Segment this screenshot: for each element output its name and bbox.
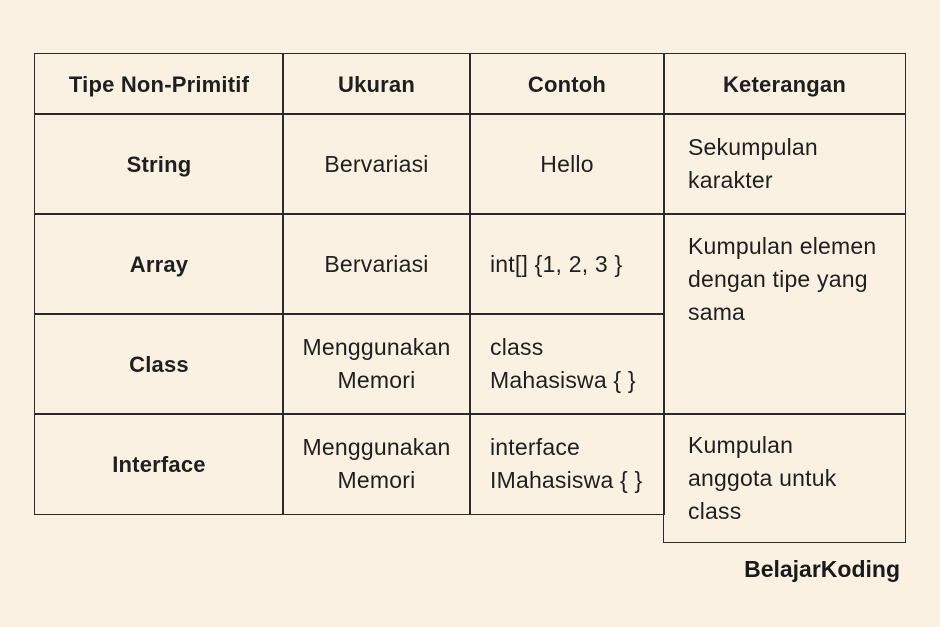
row-array-example: int[] {1, 2, 3 } <box>469 213 665 315</box>
row-array-size: Bervariasi <box>282 213 471 315</box>
description-label: Sekumpulan karakter <box>688 134 818 193</box>
type-label: Array <box>129 251 189 277</box>
header-size: Ukuran <box>282 53 471 115</box>
size-label: Bervariasi <box>324 150 429 177</box>
row-interface-size: Menggunakan Memori <box>282 413 471 515</box>
example-label: class Mahasiswa { } <box>490 334 636 393</box>
row-interface-type: Interface <box>34 413 284 515</box>
row-class-size: Menggunakan Memori <box>282 313 471 415</box>
row-string-example: Hello <box>469 113 665 215</box>
type-label: Interface <box>112 451 206 477</box>
header-type: Tipe Non-Primitif <box>34 53 284 115</box>
row-string-type: String <box>34 113 284 215</box>
size-label: Bervariasi <box>324 250 429 277</box>
description-string: Sekumpulan karakter <box>663 113 906 215</box>
row-class-example: class Mahasiswa { } <box>469 313 665 415</box>
example-label: int[] {1, 2, 3 } <box>490 250 623 277</box>
description-label: Kumpulan elemen dengan tipe yang sama <box>688 233 877 325</box>
header-example: Contoh <box>469 53 665 115</box>
description-label: Kumpulan anggota untuk class <box>688 431 837 524</box>
header-size-label: Ukuran <box>338 71 415 97</box>
row-class-type: Class <box>34 313 284 415</box>
row-string-size: Bervariasi <box>282 113 471 215</box>
size-label: Menggunakan Memori <box>302 434 451 493</box>
header-description: Keterangan <box>663 53 906 115</box>
example-label: Hello <box>540 150 594 177</box>
row-interface-example: interface IMahasiswa { } <box>469 413 665 515</box>
type-label: Class <box>129 351 189 377</box>
description-interface: Kumpulan anggota untuk class <box>663 413 906 543</box>
size-label: Menggunakan Memori <box>302 334 451 393</box>
header-type-label: Tipe Non-Primitif <box>68 71 250 97</box>
header-description-label: Keterangan <box>722 71 847 97</box>
header-example-label: Contoh <box>527 71 607 97</box>
type-label: String <box>126 151 192 177</box>
description-array-class: Kumpulan elemen dengan tipe yang sama <box>663 213 906 415</box>
row-array-type: Array <box>34 213 284 315</box>
brand-label: BelajarKoding <box>744 556 900 582</box>
example-label: interface IMahasiswa { } <box>490 434 643 493</box>
